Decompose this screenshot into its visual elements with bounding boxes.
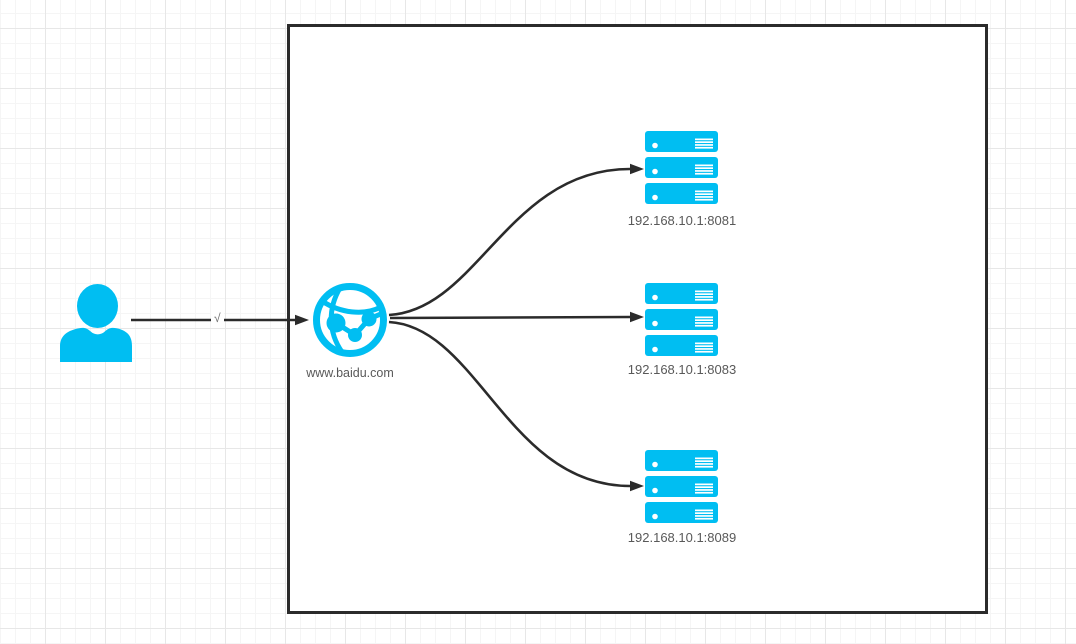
user-icon — [60, 283, 132, 362]
node-gateway[interactable] — [312, 282, 388, 358]
server-stack-icon — [645, 283, 718, 356]
server-3-label: 192.168.10.1:8089 — [627, 530, 737, 545]
edge-gateway-to-server-3[interactable] — [388, 320, 631, 488]
server-2-label: 192.168.10.1:8083 — [627, 362, 737, 377]
globe-network-icon — [312, 282, 388, 358]
server-stack-icon — [645, 450, 718, 523]
gateway-label: www.baidu.com — [306, 366, 394, 380]
server-1-label: 192.168.10.1:8081 — [627, 213, 737, 228]
node-server-2[interactable] — [645, 283, 718, 356]
edge-gateway-to-server-1[interactable] — [388, 167, 631, 317]
node-server-1[interactable] — [645, 131, 718, 204]
node-server-3[interactable] — [645, 450, 718, 523]
edge-gateway-to-server-2[interactable] — [389, 315, 631, 320]
node-user[interactable] — [60, 283, 132, 362]
edge-label-check[interactable]: √ — [211, 311, 224, 325]
server-stack-icon — [645, 131, 718, 204]
